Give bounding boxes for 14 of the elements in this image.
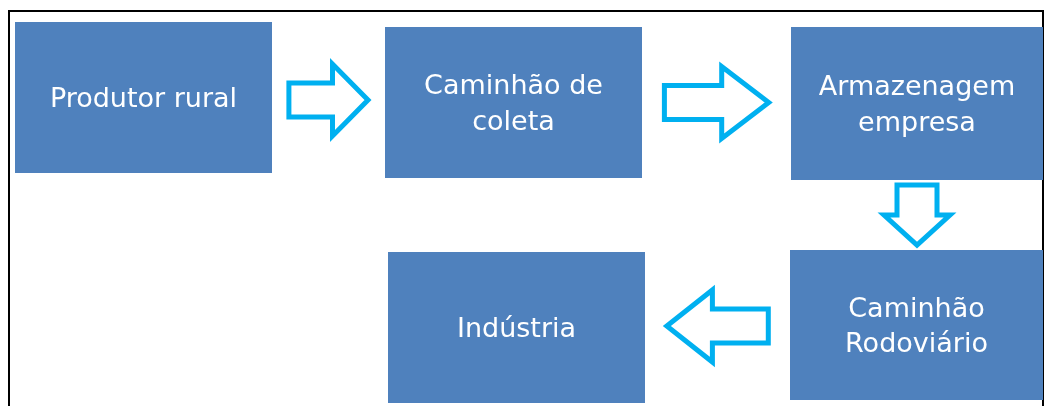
box-label: Caminhão de coleta [423,68,604,138]
block-arrow [286,57,372,143]
block-arrow [877,182,957,249]
block-arrow [661,61,773,144]
box-label: Produtor rural [49,80,238,115]
process-box [388,252,645,403]
box-label: Armazenagem empresa [817,69,1017,139]
block-arrow [662,284,771,368]
process-box [385,27,642,178]
process-box [790,250,1043,400]
box-label: Indústria [456,310,577,345]
process-box [15,22,272,173]
process-box [791,27,1043,180]
box-label: Caminhão Rodoviário [844,290,989,360]
